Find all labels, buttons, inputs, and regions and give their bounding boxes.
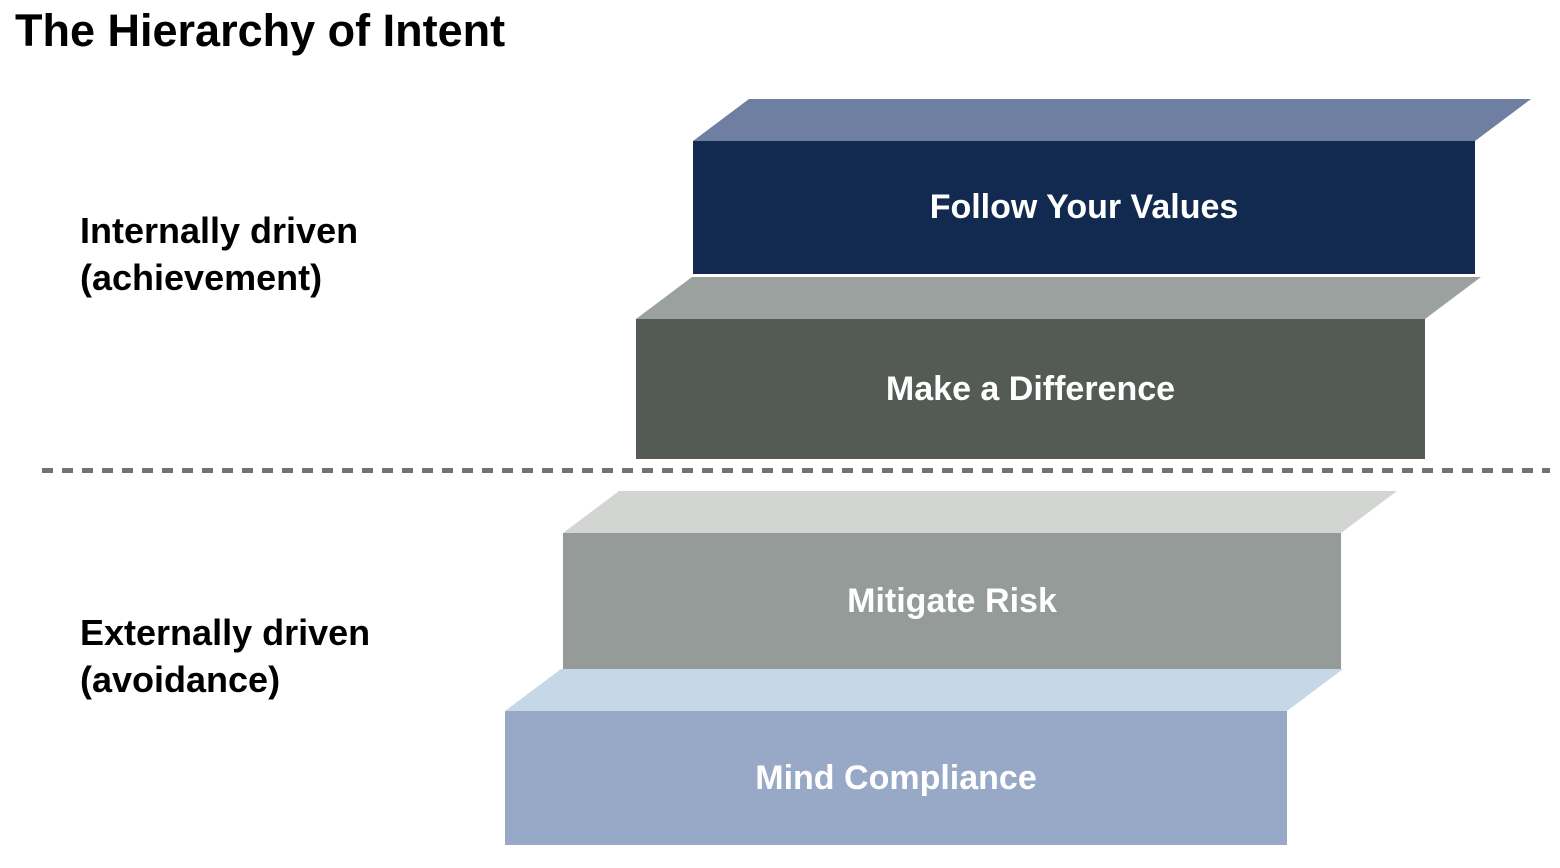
internal-driver-line2: (achievement) (80, 257, 323, 298)
step-mind-compliance-front-face: Mind Compliance (505, 711, 1287, 845)
step-label: Follow Your Values (929, 188, 1239, 226)
page-title: The Hierarchy of Intent (15, 5, 506, 56)
step-mitigate-risk-top-face (563, 491, 1397, 533)
step-label: Mind Compliance (755, 758, 1037, 797)
step-make-a-difference-front-face: Make a Difference (636, 319, 1425, 459)
step-make-a-difference-top-face (636, 277, 1481, 319)
step-mind-compliance-top-face (505, 669, 1343, 711)
step-mitigate-risk: Mitigate Risk (563, 491, 1397, 669)
external-driver-label: Externally driven (avoidance) (80, 609, 370, 703)
step-follow-your-values: Follow Your Values (693, 99, 1531, 274)
step-label: Make a Difference (885, 369, 1176, 408)
external-driver-line1: Externally driven (80, 612, 371, 653)
step-follow-your-values-front-face: Follow Your Values (693, 141, 1475, 274)
step-label: Mitigate Risk (847, 581, 1057, 620)
step-follow-your-values-top-face (693, 99, 1531, 141)
internal-driver-label: Internally driven (achievement) (80, 207, 358, 301)
external-driver-line2: (avoidance) (80, 659, 281, 700)
step-mind-compliance: Mind Compliance (505, 669, 1343, 845)
step-make-a-difference: Make a Difference (636, 277, 1481, 459)
step-mitigate-risk-front-face: Mitigate Risk (563, 533, 1341, 669)
internal-driver-line1: Internally driven (80, 210, 359, 251)
internal-external-divider-line (42, 468, 1550, 473)
